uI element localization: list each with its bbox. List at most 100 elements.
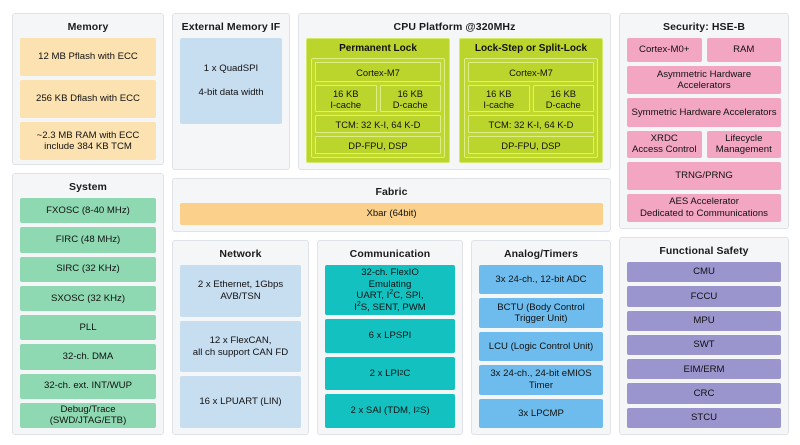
system-item-sirc[interactable]: SIRC (32 KHz) — [20, 256, 156, 282]
network-item-ethernet[interactable]: 2 x Ethernet, 1Gbps AVB/TSN — [180, 265, 301, 317]
panel-system: System FXOSC (8-40 MHz) FIRC (48 MHz) SI… — [12, 173, 164, 435]
safety-item-crc[interactable]: CRC — [627, 383, 781, 404]
security-item-symmetric[interactable]: Symmetric Hardware Accelerators — [627, 98, 781, 127]
panel-title-communication: Communication — [349, 248, 431, 260]
cpu-core-title-0: Permanent Lock — [339, 43, 417, 54]
panel-title-network: Network — [219, 248, 262, 260]
cpu-core-tcm-0: TCM: 32 K-I, 64 K-D — [315, 115, 441, 133]
network-items: 2 x Ethernet, 1Gbps AVB/TSN 12 x FlexCAN… — [180, 265, 301, 429]
network-item-lpuart[interactable]: 16 x LPUART (LIN) — [180, 376, 301, 429]
security-item-asymmetric[interactable]: Asymmetric Hardware Accelerators — [627, 66, 781, 95]
cpu-core-title-1: Lock-Step or Split-Lock — [474, 43, 588, 54]
panel-security: Security: HSE-B Cortex-M0+ RAM Asymmetri… — [619, 13, 789, 229]
cpu-core-fpu-1: DP-FPU, DSP — [468, 136, 594, 154]
fabric-item-xbar[interactable]: Xbar (64bit) — [180, 203, 603, 225]
panel-title-fabric: Fabric — [375, 186, 408, 198]
analog-item-emios[interactable]: 3x 24-ch., 24-bit eMIOS Timer — [479, 365, 603, 395]
safety-item-swt[interactable]: SWT — [627, 334, 781, 356]
fabric-items: Xbar (64bit) — [180, 203, 603, 225]
system-item-debug-trace[interactable]: Debug/Trace (SWD/JTAG/ETB) — [20, 402, 156, 428]
security-item-xrdc[interactable]: XRDC Access Control — [627, 130, 702, 158]
cpu-core-cache-row-0: 16 KB I-cache 16 KB D-cache — [315, 85, 441, 112]
cpu-cores-row: Permanent Lock Cortex-M7 16 KB I-cache 1… — [306, 38, 603, 163]
middle-bottom-row: Network 2 x Ethernet, 1Gbps AVB/TSN 12 x… — [172, 240, 611, 435]
cpu-core-permanent-lock[interactable]: Permanent Lock Cortex-M7 16 KB I-cache 1… — [306, 38, 450, 163]
panel-title-memory: Memory — [67, 21, 109, 33]
panel-fabric: Fabric Xbar (64bit) — [172, 178, 611, 232]
security-row-cortex-ram: Cortex-M0+ RAM — [627, 38, 781, 63]
panel-analog-timers: Analog/Timers 3x 24-ch., 12-bit ADC BCTU… — [471, 240, 611, 435]
panel-communication: Communication 32-ch. FlexIO Emulating UA… — [317, 240, 463, 435]
panel-cpu-platform: CPU Platform @320MHz Permanent Lock Cort… — [298, 13, 611, 170]
extmem-item-quadspi[interactable]: 1 x QuadSPI 4-bit data width — [180, 38, 282, 124]
safety-item-cmu[interactable]: CMU — [627, 262, 781, 283]
middle-column: External Memory IF 1 x QuadSPI 4-bit dat… — [172, 13, 611, 435]
right-column: Security: HSE-B Cortex-M0+ RAM Asymmetri… — [619, 13, 789, 435]
security-item-lifecycle[interactable]: Lifecycle Management — [706, 130, 781, 158]
panel-title-external-memory-if: External Memory IF — [181, 21, 281, 33]
cpu-core-cache-row-1: 16 KB I-cache 16 KB D-cache — [468, 85, 594, 112]
system-item-sxosc[interactable]: SXOSC (32 KHz) — [20, 285, 156, 311]
cpu-core-dcache-0: 16 KB D-cache — [379, 85, 441, 112]
security-item-ram[interactable]: RAM — [706, 38, 781, 63]
comm-item-lpspi[interactable]: 6 x LPSPI — [325, 319, 455, 353]
cpu-core-cortex-1: Cortex-M7 — [468, 62, 594, 82]
security-item-aes[interactable]: AES Accelerator Dedicated to Communicati… — [627, 193, 781, 223]
memory-item-pflash[interactable]: 12 MB Pflash with ECC — [20, 38, 156, 76]
cpu-core-icache-1: 16 KB I-cache — [468, 85, 530, 112]
analog-item-adc[interactable]: 3x 24-ch., 12-bit ADC — [479, 265, 603, 295]
memory-item-ram[interactable]: ~2.3 MB RAM with ECC include 384 KB TCM — [20, 122, 156, 160]
security-row-xrdc-lifecycle: XRDC Access Control Lifecycle Management — [627, 130, 781, 158]
memory-item-dflash[interactable]: 256 KB Dflash with ECC — [20, 80, 156, 118]
cpu-core-inner-1: Cortex-M7 16 KB I-cache 16 KB D-cache TC… — [464, 58, 598, 158]
security-item-cortex-m0[interactable]: Cortex-M0+ — [627, 38, 702, 63]
panel-title-functional-safety: Functional Safety — [659, 245, 749, 257]
extmem-line1: 1 x QuadSPI — [203, 63, 259, 74]
cpu-core-lock-step[interactable]: Lock-Step or Split-Lock Cortex-M7 16 KB … — [459, 38, 603, 163]
left-column: Memory 12 MB Pflash with ECC 256 KB Dfla… — [12, 13, 164, 435]
external-memory-items: 1 x QuadSPI 4-bit data width — [180, 38, 282, 163]
analog-item-lpcmp[interactable]: 3x LPCMP — [479, 398, 603, 429]
safety-item-eim-erm[interactable]: EIM/ERM — [627, 359, 781, 380]
middle-top-row: External Memory IF 1 x QuadSPI 4-bit dat… — [172, 13, 611, 170]
comm-item-flexio[interactable]: 32-ch. FlexIO Emulating UART, I2C, SPI, … — [325, 265, 455, 315]
flexio-line-1: 32-ch. FlexIO — [361, 267, 419, 278]
system-item-pll[interactable]: PLL — [20, 315, 156, 341]
analog-item-lcu[interactable]: LCU (Logic Control Unit) — [479, 331, 603, 362]
analog-item-bctu[interactable]: BCTU (Body Control Trigger Unit) — [479, 298, 603, 328]
flexio-line-3: UART, I2C, SPI, — [356, 288, 424, 301]
cpu-core-cortex-0: Cortex-M7 — [315, 62, 441, 82]
cpu-core-dcache-1: 16 KB D-cache — [532, 85, 594, 112]
network-item-flexcan[interactable]: 12 x FlexCAN, all ch support CAN FD — [180, 320, 301, 373]
security-item-trng-prng[interactable]: TRNG/PRNG — [627, 161, 781, 190]
cpu-core-icache-0: 16 KB I-cache — [315, 85, 377, 112]
safety-item-stcu[interactable]: STCU — [627, 407, 781, 428]
security-items: Cortex-M0+ RAM Asymmetric Hardware Accel… — [627, 38, 781, 223]
system-items: FXOSC (8-40 MHz) FIRC (48 MHz) SIRC (32 … — [20, 198, 156, 428]
system-item-dma[interactable]: 32-ch. DMA — [20, 344, 156, 370]
panel-title-security: Security: HSE-B — [662, 21, 746, 33]
cpu-core-tcm-1: TCM: 32 K-I, 64 K-D — [468, 115, 594, 133]
memory-items: 12 MB Pflash with ECC 256 KB Dflash with… — [20, 38, 156, 160]
panel-title-cpu-platform: CPU Platform @320MHz — [393, 21, 516, 33]
functional-safety-items: CMU FCCU MPU SWT EIM/ERM CRC STCU — [627, 262, 781, 428]
analog-timers-items: 3x 24-ch., 12-bit ADC BCTU (Body Control… — [479, 265, 603, 429]
system-item-int-wup[interactable]: 32-ch. ext. INT/WUP — [20, 373, 156, 399]
safety-item-fccu[interactable]: FCCU — [627, 286, 781, 307]
panel-title-system: System — [69, 181, 107, 193]
panel-network: Network 2 x Ethernet, 1Gbps AVB/TSN 12 x… — [172, 240, 309, 435]
sup-2-b: 2 — [356, 300, 361, 308]
cpu-core-fpu-0: DP-FPU, DSP — [315, 136, 441, 154]
flexio-line-2: Emulating — [368, 278, 412, 290]
panel-title-analog-timers: Analog/Timers — [503, 248, 579, 260]
sup-2-a: 2 — [389, 288, 394, 296]
cpu-core-inner-0: Cortex-M7 16 KB I-cache 16 KB D-cache TC… — [311, 58, 445, 158]
safety-item-mpu[interactable]: MPU — [627, 310, 781, 331]
system-item-firc[interactable]: FIRC (48 MHz) — [20, 227, 156, 253]
communication-items: 32-ch. FlexIO Emulating UART, I2C, SPI, … — [325, 265, 455, 429]
panel-functional-safety: Functional Safety CMU FCCU MPU SWT EIM/E… — [619, 237, 789, 435]
system-item-fxosc[interactable]: FXOSC (8-40 MHz) — [20, 198, 156, 224]
